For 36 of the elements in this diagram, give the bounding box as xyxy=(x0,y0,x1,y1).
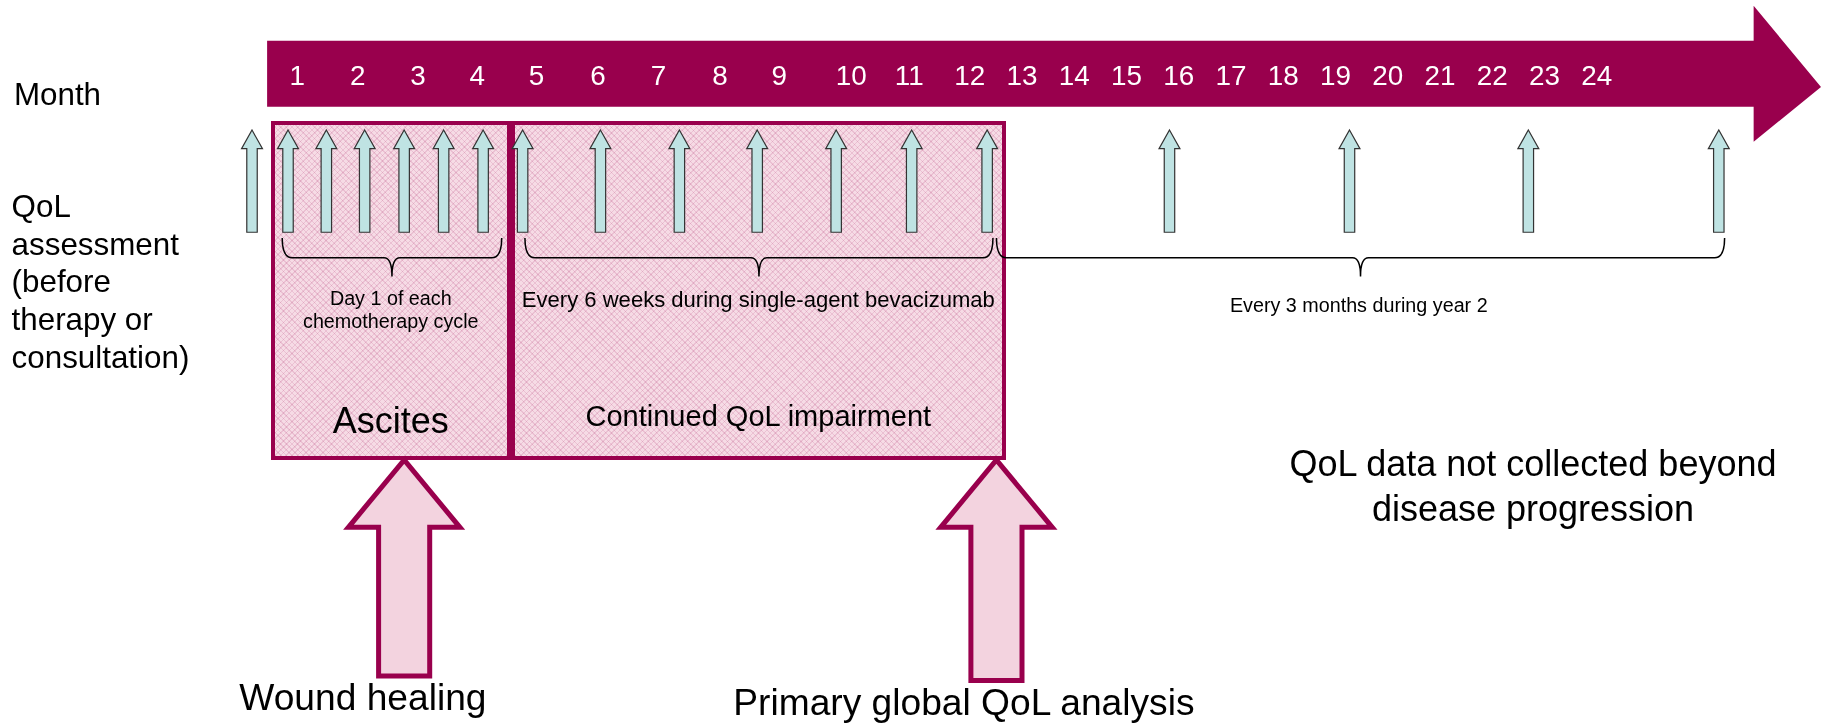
month-number: 2 xyxy=(348,60,367,93)
month-number: 18 xyxy=(1266,60,1300,93)
month-number: 14 xyxy=(1057,60,1091,93)
month-number: 3 xyxy=(409,60,427,93)
month-number: 6 xyxy=(589,60,607,93)
month-number: 1 xyxy=(288,60,307,93)
month-number: 10 xyxy=(834,60,868,93)
schedule-note: Every 3 months during year 2 xyxy=(1228,293,1489,317)
month-number: 22 xyxy=(1475,60,1509,93)
outcome-label: Wound healing xyxy=(209,675,517,719)
month-number: 17 xyxy=(1214,60,1248,93)
month-number: 12 xyxy=(953,60,987,93)
month-number: 5 xyxy=(527,60,546,93)
month-number: 9 xyxy=(770,60,788,93)
month-number: 15 xyxy=(1110,60,1143,93)
phase-box xyxy=(511,120,1006,460)
month-number: 16 xyxy=(1162,60,1196,93)
month-number: 20 xyxy=(1371,60,1405,93)
phase-title: Ascites xyxy=(331,400,450,442)
month-number: 4 xyxy=(468,60,487,93)
month-number: 13 xyxy=(1005,60,1039,93)
month-number: 24 xyxy=(1580,60,1614,93)
schedule-note: Day 1 of each chemotherapy cycle xyxy=(302,287,480,333)
month-number: 7 xyxy=(649,60,668,93)
month-number: 23 xyxy=(1528,60,1562,93)
row-title: QoL assessment (before therapy or consultation) xyxy=(11,188,191,377)
month-number: 8 xyxy=(711,60,729,93)
note-text: QoL data not collected beyond disease progression xyxy=(1289,442,1777,532)
month-number: 11 xyxy=(893,60,925,93)
schedule-note: Every 6 weeks during single-agent bevacizumab xyxy=(520,287,996,313)
month-number: 21 xyxy=(1423,60,1457,93)
phase-title: Continued QoL impairment xyxy=(584,400,933,434)
outcome-label: Primary global QoL analysis xyxy=(650,680,1278,724)
axis-title: Month xyxy=(13,76,102,113)
phase-box xyxy=(270,120,511,460)
month-number: 19 xyxy=(1319,60,1353,93)
